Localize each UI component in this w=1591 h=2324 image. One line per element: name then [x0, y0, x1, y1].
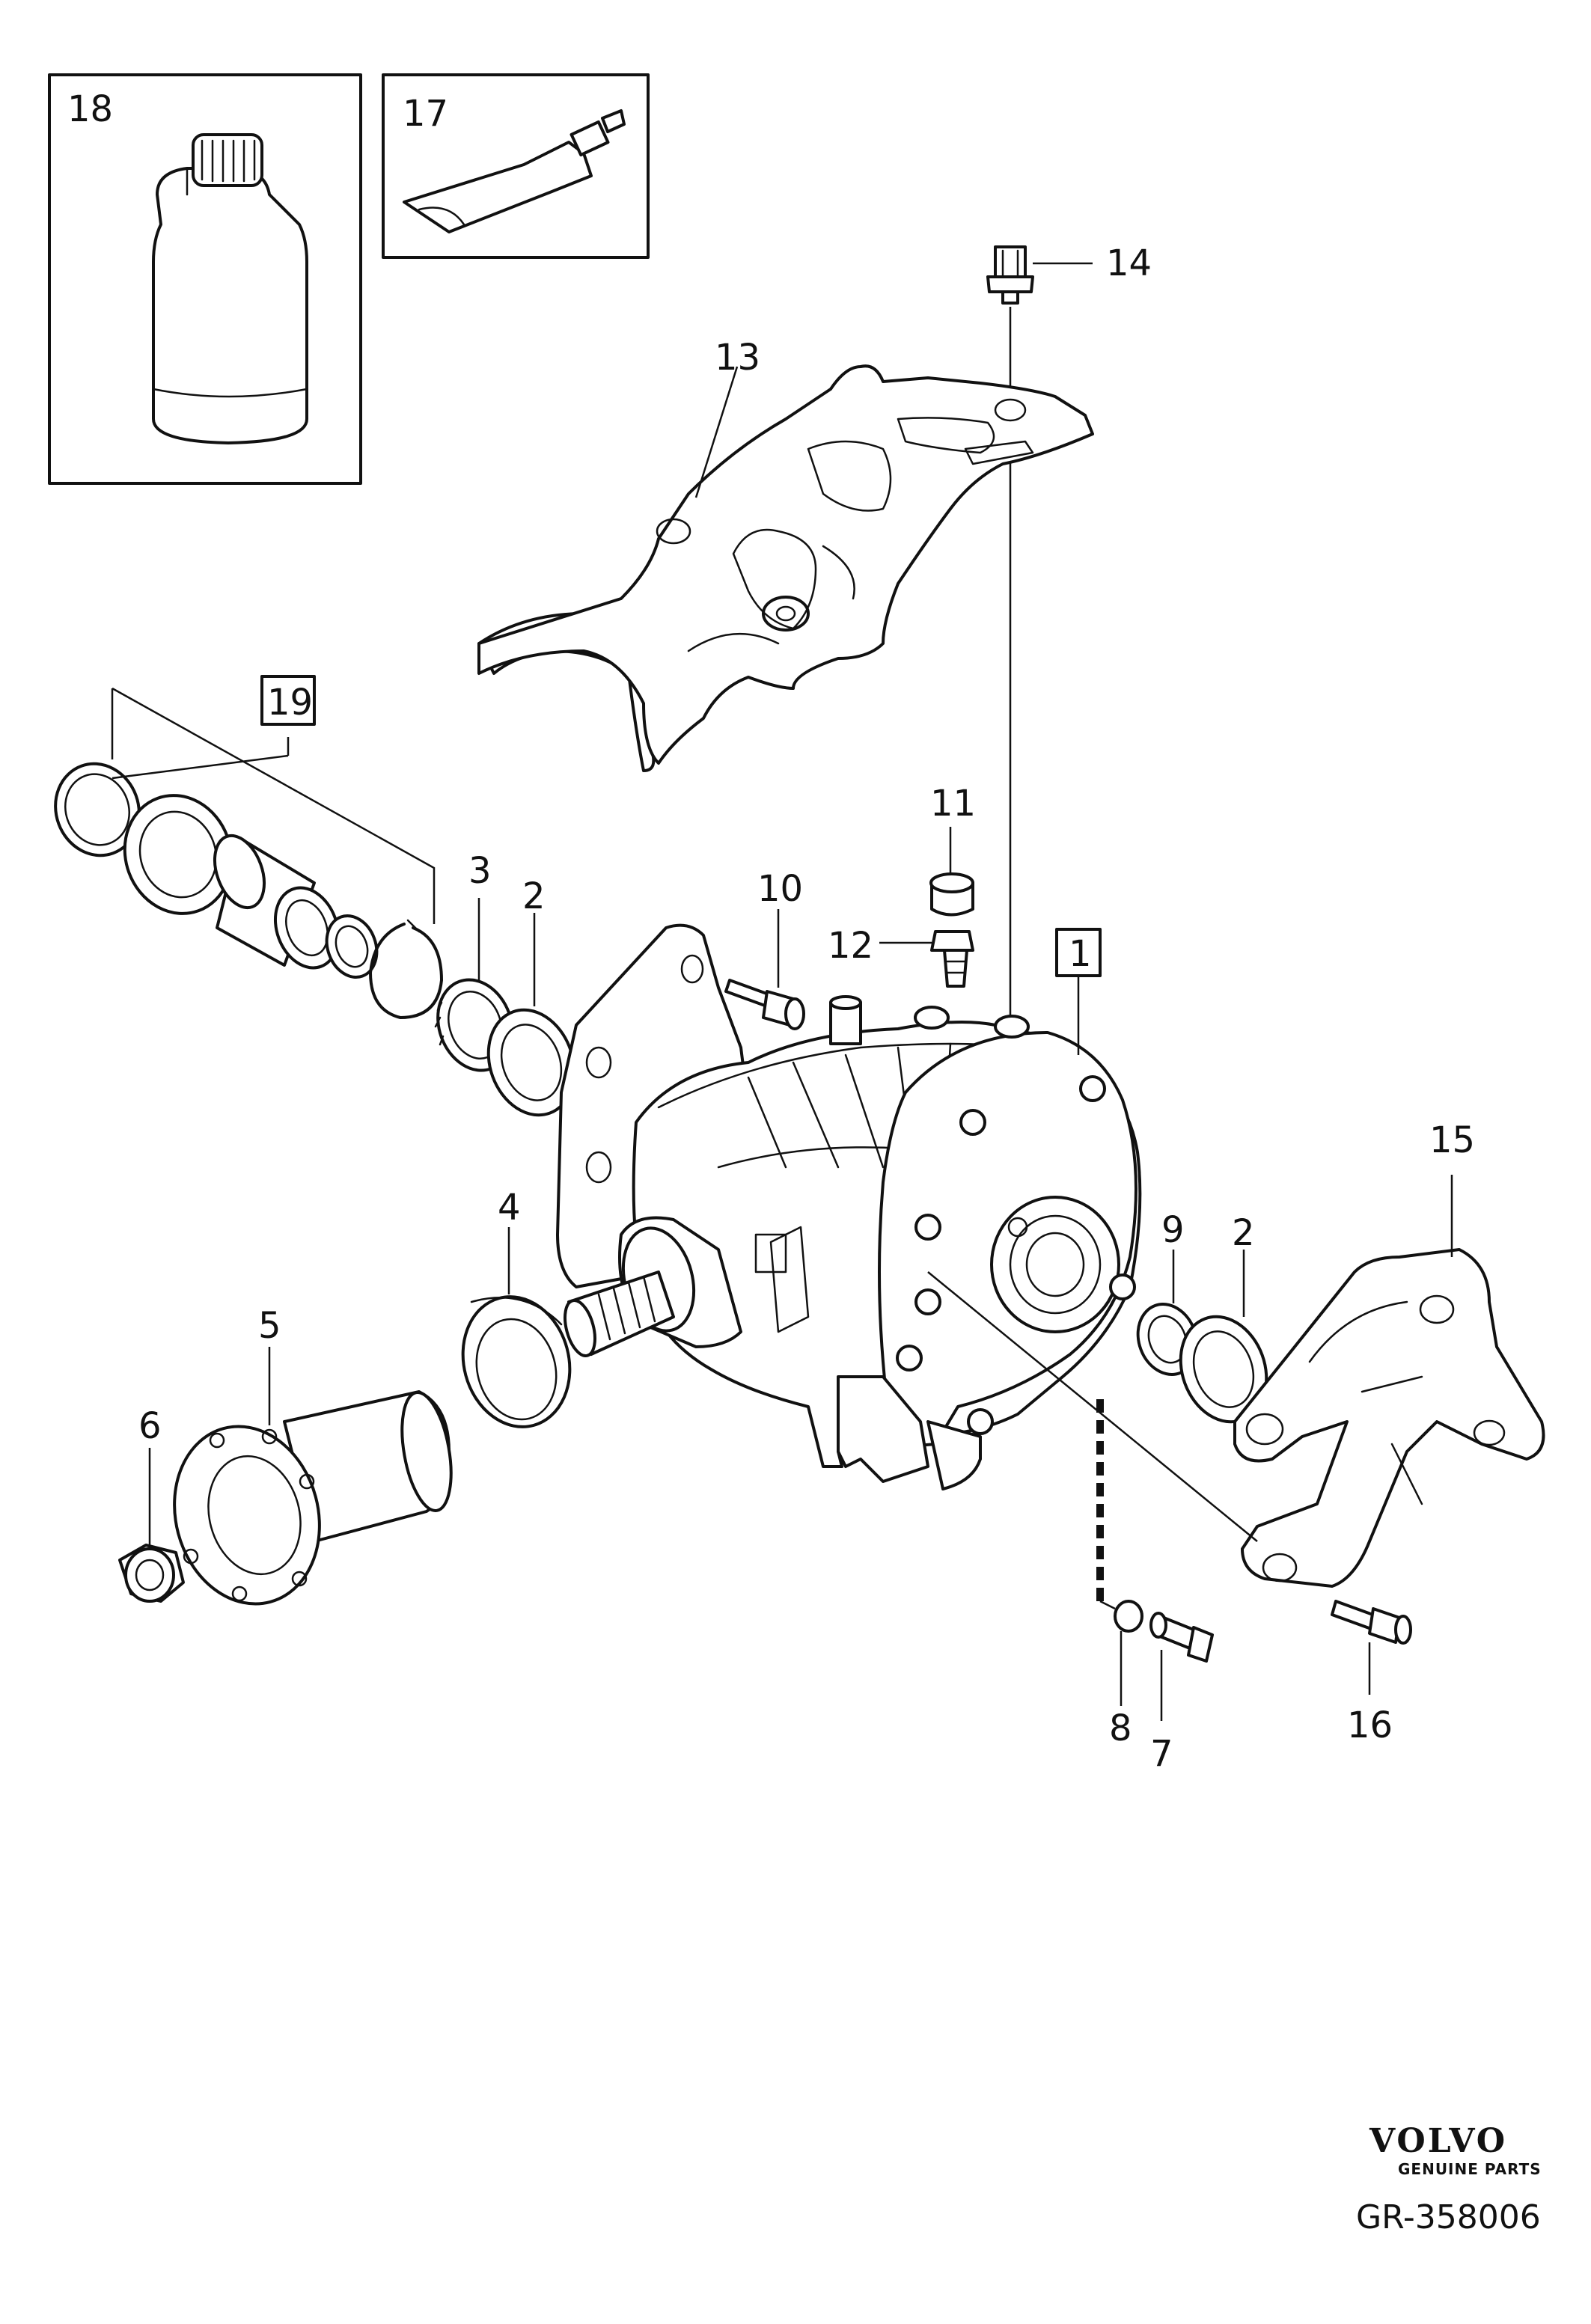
kit-19-bracket [111, 687, 436, 924]
illustration-code: GR-358006 [1356, 2198, 1541, 2236]
bolt-14 [986, 245, 1034, 305]
label-6: 6 [138, 1405, 162, 1447]
differential-housing-1 [556, 923, 1142, 1490]
circlip [369, 919, 443, 1019]
label-7: 7 [1150, 1733, 1173, 1775]
spacer-sleeve [213, 834, 341, 970]
bolt-16 [1331, 1600, 1412, 1645]
callout-box-19 [260, 675, 316, 726]
bearing-small [325, 914, 379, 979]
drain-path [1096, 1399, 1116, 1610]
drain-plug-7 [1149, 1612, 1214, 1663]
label-5: 5 [258, 1305, 281, 1347]
label-19: 19 [267, 682, 313, 724]
label-18: 18 [67, 88, 113, 130]
label-16: 16 [1347, 1704, 1393, 1746]
label-14: 14 [1106, 242, 1152, 284]
breather-cap-11 [929, 872, 974, 917]
inset-box-18 [48, 73, 362, 485]
callout-labels: 18 17 14 13 11 10 12 3 2 1 4 5 6 9 2 15 … [67, 88, 1475, 1775]
breather-valve-12 [930, 930, 974, 988]
brand-tagline: GENUINE PARTS [1398, 2160, 1542, 2178]
washer-8 [1114, 1600, 1143, 1633]
label-9: 9 [1161, 1209, 1185, 1251]
pinion-seal-4 [461, 1295, 572, 1428]
companion-flange-5 [173, 1390, 453, 1606]
label-15: 15 [1429, 1119, 1475, 1161]
label-11: 11 [930, 783, 976, 825]
label-2b: 2 [1232, 1212, 1255, 1254]
inset-box-17 [382, 73, 650, 259]
label-13: 13 [715, 337, 760, 379]
heat-shield-13 [477, 364, 1094, 772]
label-17: 17 [403, 93, 448, 135]
brand-name: VOLVO [1369, 2122, 1507, 2160]
pinion-nut-6 [118, 1544, 185, 1603]
pinion-shaft [564, 1270, 675, 1357]
bolt-10 [724, 979, 805, 1030]
label-4: 4 [498, 1187, 521, 1229]
label-2a: 2 [522, 875, 546, 917]
sealant-tube-icon [403, 109, 626, 233]
label-3: 3 [468, 850, 492, 892]
volvo-logo: VOLVO GENUINE PARTS [1369, 2122, 1542, 2178]
label-12: 12 [828, 925, 873, 967]
snap-ring [54, 762, 141, 857]
label-8: 8 [1109, 1707, 1132, 1749]
label-10: 10 [757, 868, 803, 910]
oil-bottle-icon [152, 133, 308, 444]
mounting-bracket-15 [1233, 1248, 1545, 1588]
label-1: 1 [1069, 933, 1092, 975]
